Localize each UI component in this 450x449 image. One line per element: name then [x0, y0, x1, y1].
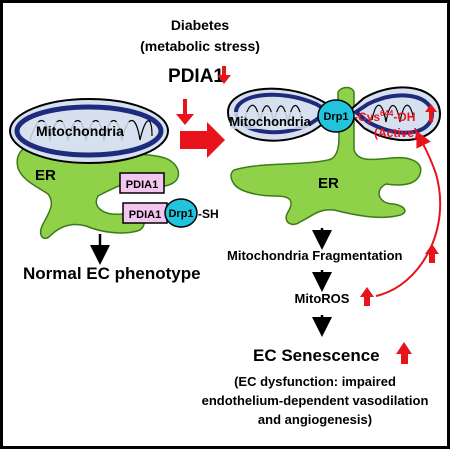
header-down-arrow-icon — [176, 99, 194, 125]
mitoros-up-arrow-icon — [360, 287, 374, 306]
transition-right-arrow-icon — [180, 122, 225, 158]
right-cys-oh-label: -Cys644-OH — [354, 109, 415, 124]
right-drp1-label: Drp1 — [323, 111, 348, 123]
left-mito-label: Mitochondria — [36, 123, 124, 139]
left-drp1-circle — [164, 198, 198, 228]
left-mito-label-bg — [28, 122, 132, 140]
right-er-label: ER — [318, 175, 339, 192]
feedback-curve-arrow-icon — [375, 130, 442, 297]
cys-oh-up-arrow-icon — [425, 104, 437, 122]
ec-dysfunction-line-1: (EC dysfunction: impaired — [234, 374, 396, 389]
header-metabolic-stress: (metabolic stress) — [140, 38, 260, 54]
left-er-shape — [16, 140, 180, 240]
cascade-ec-senescence: EC Senescence — [253, 346, 380, 365]
right-active-label: (Active) — [374, 126, 418, 140]
left-pdia1-box — [119, 172, 165, 194]
left-drp1-label: Drp1 — [168, 208, 193, 220]
right-er-shape — [230, 86, 422, 226]
cascade-mitoros: MitoROS — [295, 291, 350, 306]
cascade-mito-fragmentation: Mitochondria Fragmentation — [227, 248, 403, 263]
senescence-up-arrow-icon — [396, 342, 412, 364]
left-pdia1-label: PDIA1 — [126, 179, 158, 191]
ec-dysfunction-line-3: and angiogenesis) — [258, 412, 372, 427]
left-outcome-normal-ec: Normal EC phenotype — [23, 264, 201, 283]
left-drp1-sh-label: -SH — [198, 207, 219, 221]
right-mito-label: Mitochondria — [229, 114, 311, 129]
fragmentation-up-arrow-icon — [425, 244, 439, 263]
header-diabetes: Diabetes — [171, 17, 230, 33]
left-er-label: ER — [35, 167, 56, 184]
right-drp1-circle — [317, 99, 355, 133]
right-mito-label-bg — [230, 112, 310, 129]
ec-dysfunction-line-2: endothelium-dependent vasodilation — [202, 393, 429, 408]
header-pdia1: PDIA1 — [168, 66, 224, 87]
pdia1-decrease-down-arrow-icon — [217, 66, 231, 84]
left-pdia1-complex-label: PDIA1 — [129, 209, 161, 221]
